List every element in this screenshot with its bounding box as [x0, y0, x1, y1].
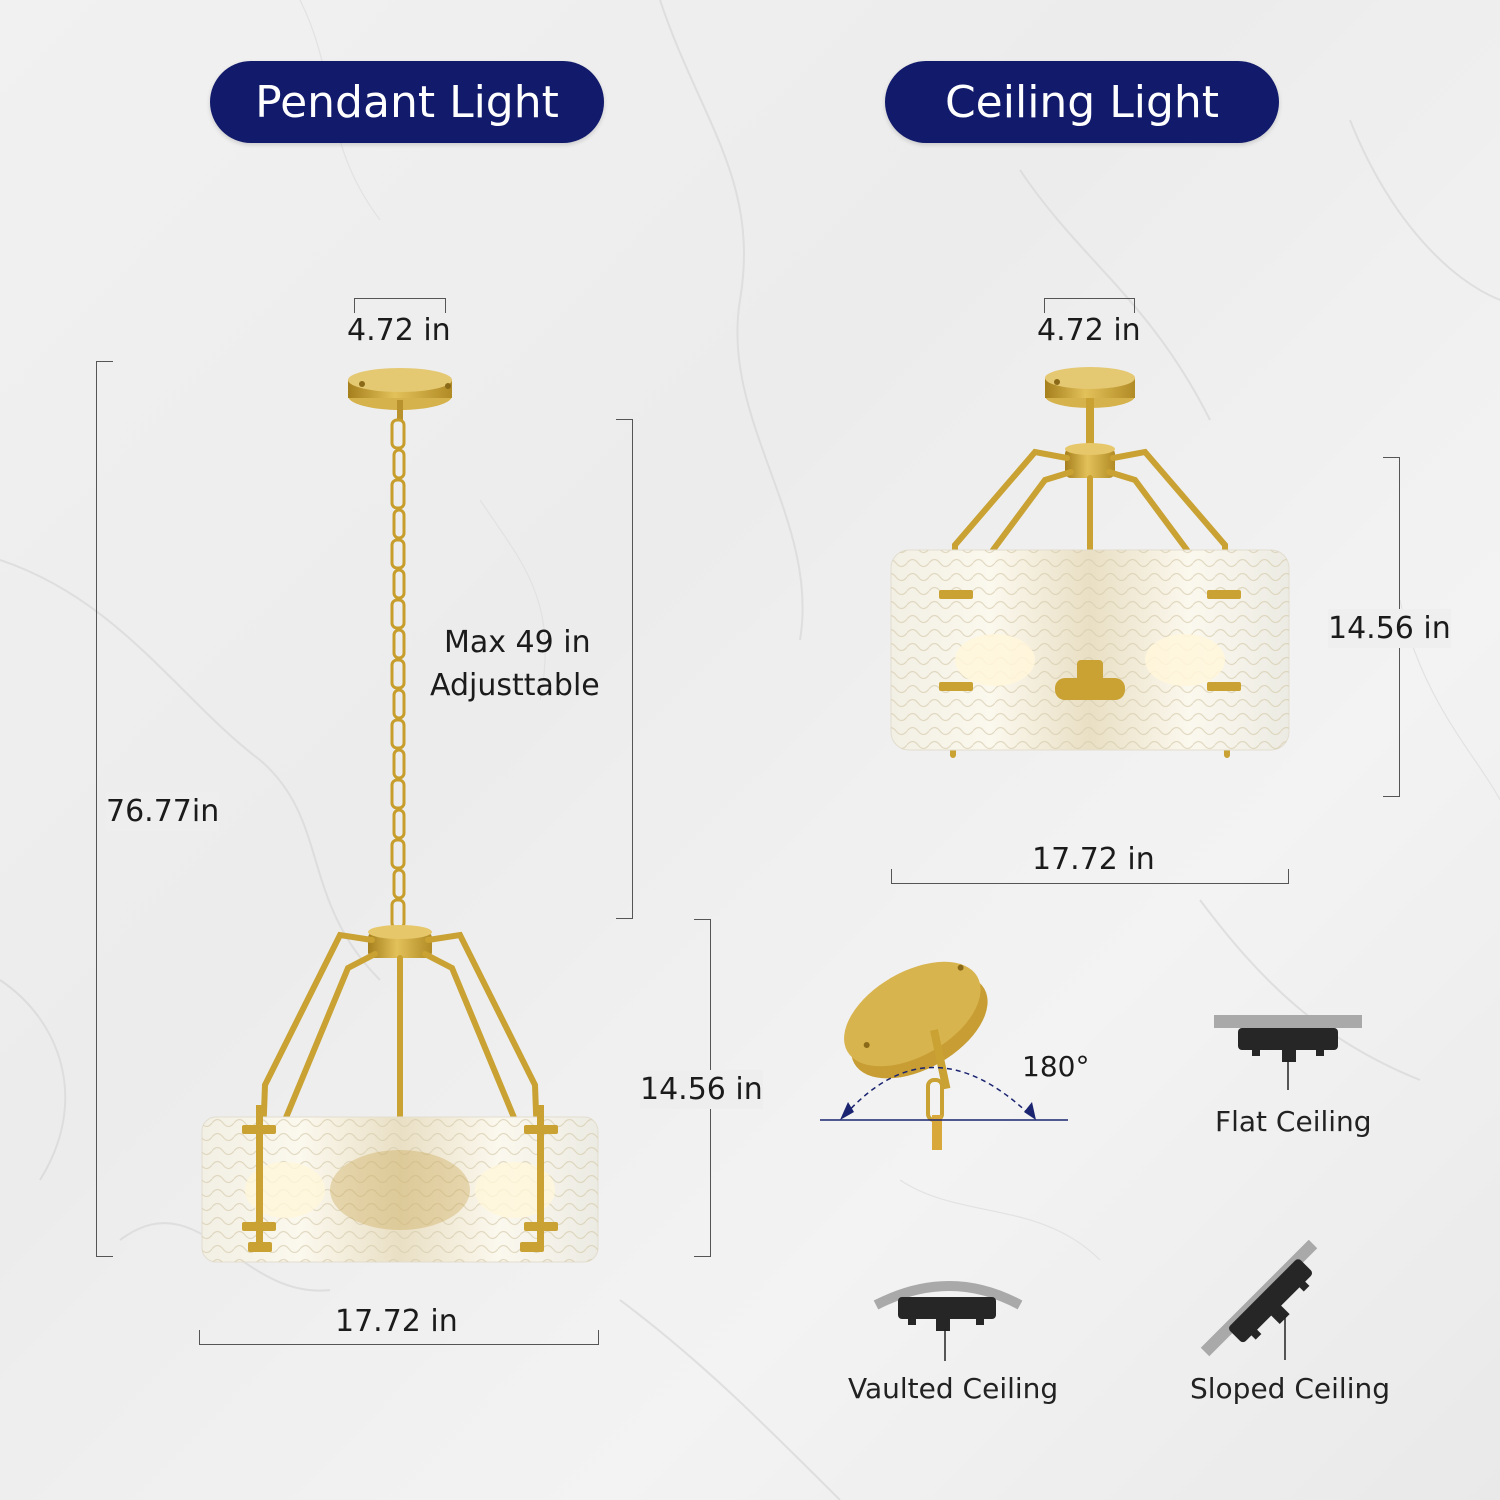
pendant-body-width-line	[199, 1330, 599, 1345]
pendant-fixture-illustration	[201, 368, 599, 1263]
ceiling-light-header: Ceiling Light	[885, 61, 1279, 143]
pendant-body-height-label: 14.56 in	[640, 1070, 763, 1109]
ceiling-body-height-label: 14.56 in	[1328, 609, 1451, 648]
ceiling-canopy-width-line	[1044, 298, 1135, 313]
sloped-ceiling-label: Sloped Ceiling	[1190, 1372, 1390, 1405]
vaulted-ceiling-label: Vaulted Ceiling	[848, 1372, 1059, 1405]
pendant-chain-length-line	[616, 419, 633, 919]
ceiling-fixture-illustration	[890, 367, 1290, 758]
vaulted-ceiling-icon	[873, 1281, 1023, 1361]
pendant-chain-label-line2: Adjusttable	[430, 668, 600, 703]
pendant-light-header: Pendant Light	[210, 61, 604, 143]
swivel-canopy-illustration	[820, 961, 1068, 1150]
pendant-light-header-text: Pendant Light	[255, 76, 559, 128]
pendant-canopy-width-label: 4.72 in	[347, 313, 451, 348]
pendant-total-height-label: 76.77in	[106, 792, 220, 831]
ceiling-light-header-text: Ceiling Light	[944, 76, 1220, 128]
ceiling-canopy-width-label: 4.72 in	[1037, 313, 1141, 348]
sloped-ceiling-icon	[1200, 1240, 1318, 1360]
pendant-chain-label-line1: Max 49 in	[444, 625, 591, 660]
flat-ceiling-icon	[1214, 1015, 1362, 1090]
pendant-total-height-line	[96, 361, 113, 1257]
ceiling-body-width-label: 17.72 in	[1032, 842, 1155, 877]
ceiling-body-width-line	[891, 869, 1289, 884]
rotation-angle-label: 180°	[1022, 1050, 1090, 1083]
pendant-body-width-label: 17.72 in	[335, 1304, 458, 1339]
pendant-canopy-width-line	[354, 298, 446, 313]
flat-ceiling-label: Flat Ceiling	[1215, 1105, 1372, 1138]
